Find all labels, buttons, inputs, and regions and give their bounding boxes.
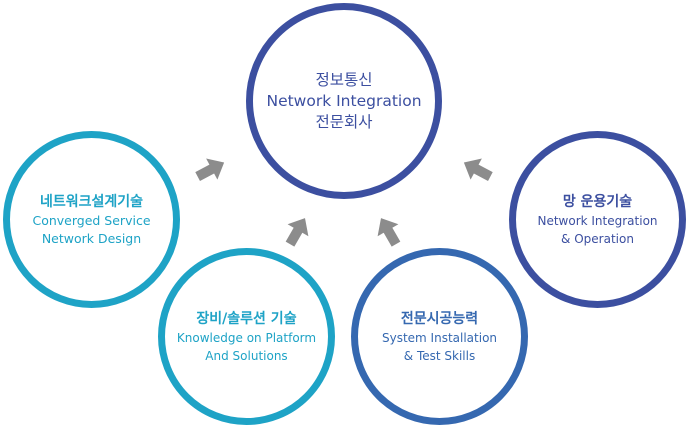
node-network-design-sub-1: Converged Service [32, 212, 151, 228]
node-platform-solutions-title: 장비/솔루션 기술 [196, 310, 297, 327]
node-platform-solutions: 장비/솔루션 기술 Knowledge on Platform And Solu… [158, 248, 335, 425]
node-platform-solutions-sub-2: And Solutions [205, 348, 288, 363]
node-network-operation-title: 망 운용기술 [562, 193, 633, 210]
node-installation-skills-sub-2: & Test Skills [403, 348, 476, 363]
center-circle: 정보통신 Network Integration 전문회사 [246, 3, 442, 199]
node-network-operation: 망 운용기술 Network Integration & Operation [509, 131, 686, 308]
node-network-operation-sub-2: & Operation [561, 231, 634, 246]
node-installation-skills-title: 전문시공능력 [400, 310, 479, 327]
center-line-1: 정보통신 [315, 70, 373, 89]
center-line-3: 전문회사 [315, 112, 373, 131]
node-platform-solutions-sub-1: Knowledge on Platform [176, 330, 317, 345]
node-installation-skills-sub-1: System Installation [381, 330, 498, 345]
arrow-design-to-center [195, 158, 225, 181]
node-network-design: 네트워크설계기술 Converged Service Network Desig… [3, 131, 180, 308]
center-line-2: Network Integration [266, 91, 422, 110]
arrow-construct-to-center [377, 218, 401, 247]
node-installation-skills: 전문시공능력 System Installation & Test Skills [351, 248, 528, 425]
node-network-operation-sub-1: Network Integration [537, 213, 658, 228]
node-network-design-title: 네트워크설계기술 [39, 193, 144, 210]
arrow-platform-to-center [285, 218, 309, 247]
arrow-operation-to-center [463, 158, 493, 181]
node-network-design-sub-2: Network Design [41, 230, 142, 246]
